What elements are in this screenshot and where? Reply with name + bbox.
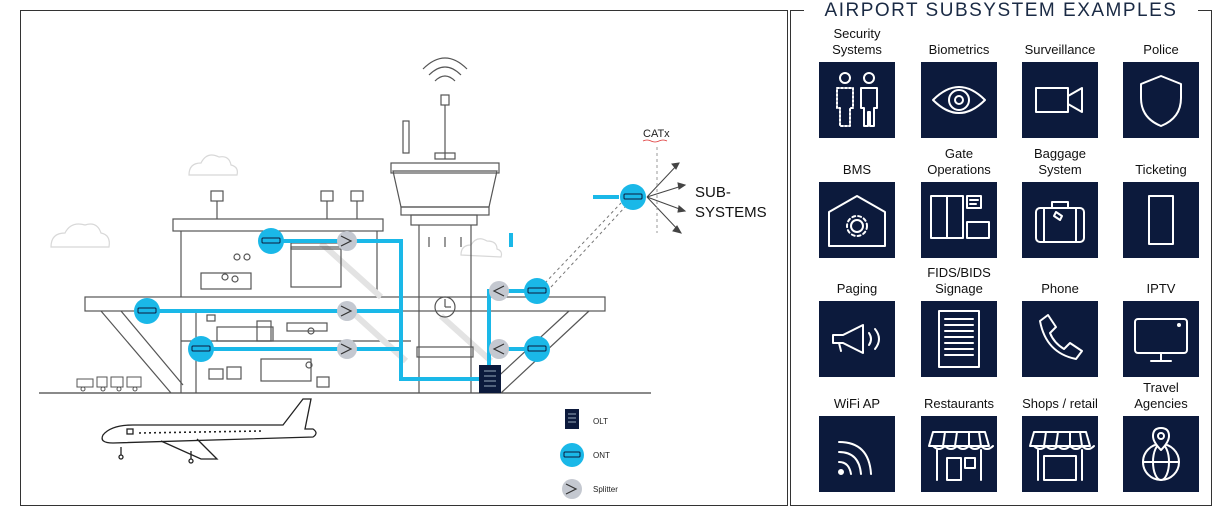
subsystem-tile-label: Surveillance	[1024, 42, 1096, 57]
legend-olt: OLT	[565, 409, 608, 429]
subsystem-tile-label: Shops / retail	[1022, 396, 1098, 411]
cloud-icon	[50, 154, 503, 258]
catx-link	[544, 202, 626, 288]
subsystem-tile-label: Police	[1143, 42, 1179, 57]
building-gear-icon	[819, 182, 895, 258]
restaurant-awning-icon	[921, 416, 997, 492]
legend-ont-label: ONT	[593, 451, 610, 460]
subsystem-arrows	[646, 147, 687, 234]
ont-node	[524, 336, 550, 362]
subsystem-tile-label: Ticketing	[1135, 162, 1187, 177]
subsystems-label-line2: SYSTEMS	[695, 204, 767, 221]
legend-ont: ONT	[560, 443, 610, 467]
catx-underline	[642, 139, 668, 143]
fiber-network	[147, 195, 619, 381]
gate-icon	[921, 182, 997, 258]
eye-icon	[921, 62, 997, 138]
legend-olt-label: OLT	[593, 417, 608, 426]
legend: OLT ONT Splitter	[560, 409, 618, 499]
catx-label: CATx	[643, 128, 670, 140]
baggage-cart	[76, 376, 142, 392]
shield-icon	[1123, 62, 1199, 138]
airport-network-diagram: CATx SUB- SYSTEMS	[39, 57, 767, 499]
legend-splitter-label: Splitter	[593, 485, 618, 494]
network-diagram-panel: CATx SUB- SYSTEMS	[20, 10, 788, 506]
subsystem-tile-label: Paging	[836, 281, 878, 296]
subsystem-tile-label: BMS	[842, 162, 872, 177]
ont-nodes	[134, 184, 646, 362]
splitter-nodes	[337, 231, 509, 359]
tv-icon	[1123, 301, 1199, 377]
megaphone-icon	[819, 301, 895, 377]
ont-node	[524, 278, 550, 304]
legend-splitter: Splitter	[562, 479, 618, 499]
splitter-node	[337, 231, 357, 251]
splitter-node	[489, 281, 509, 301]
shop-awning-icon	[1022, 416, 1098, 492]
ticket-icon	[1123, 182, 1199, 258]
olt-node	[479, 365, 501, 393]
ont-node	[188, 336, 214, 362]
wifi-icon	[819, 416, 895, 492]
subsystems-label-line1: SUB-	[695, 184, 731, 201]
signage-icon	[921, 301, 997, 377]
airplane	[101, 398, 317, 464]
control-tower	[390, 57, 500, 393]
ont-node	[258, 228, 284, 254]
splitter-node	[489, 339, 509, 359]
splitter-node	[337, 301, 357, 321]
splitter-node	[337, 339, 357, 359]
ont-node	[134, 298, 160, 324]
subsystem-tile-label: WiFi AP	[833, 396, 881, 411]
ont-node	[620, 184, 646, 210]
phone-icon	[1022, 301, 1098, 377]
panel-top-border-right	[1198, 10, 1212, 11]
panel-top-border-left	[790, 10, 804, 11]
subsystem-tile-label: Restaurants	[923, 396, 995, 411]
panel-title: AIRPORT SUBSYSTEM EXAMPLES	[824, 0, 1178, 21]
subsystem-tile-label: Biometrics	[928, 42, 990, 57]
subsystem-tile-label: IPTV	[1146, 281, 1176, 296]
security-systems-icon	[819, 62, 895, 138]
suitcase-icon	[1022, 182, 1098, 258]
globe-pin-icon	[1123, 416, 1199, 492]
subsystem-tile-label: Phone	[1041, 281, 1079, 296]
camera-icon	[1022, 62, 1098, 138]
